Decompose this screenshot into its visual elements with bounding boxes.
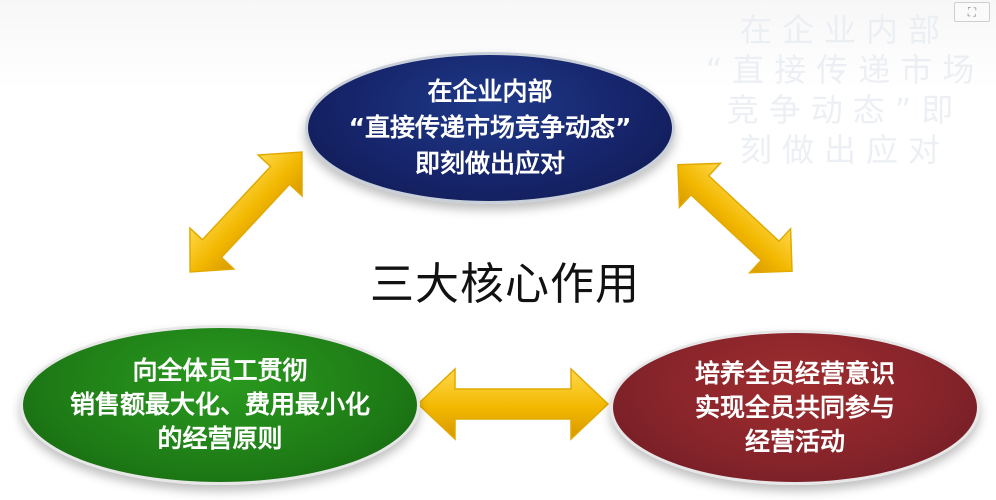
center-title: 三大核心作用 bbox=[370, 259, 640, 310]
watermark-text: 在企业内部 “直接传递市场 竞争动态”即 刻做出应对 bbox=[705, 11, 985, 169]
node-market-response: 在企业内部 “直接传递市场竞争动态” 即刻做出应对 bbox=[305, 52, 675, 204]
arrow-bottom bbox=[416, 367, 610, 441]
node-business-principles-text: 向全体员工贯彻 销售额最大化、费用最小化 的经营原则 bbox=[69, 356, 370, 453]
expand-icon[interactable]: ⛶ bbox=[954, 2, 990, 22]
node-market-response-text: 在企业内部 “直接传递市场竞争动态” 即刻做出应对 bbox=[348, 77, 632, 178]
node-business-principles: 向全体员工贯彻 销售额最大化、费用最小化 的经营原则 bbox=[20, 325, 420, 485]
node-participation: 培养全员经营意识 实现全员共同参与 经营活动 bbox=[610, 330, 980, 485]
node-participation-text: 培养全员经营意识 实现全员共同参与 经营活动 bbox=[694, 358, 895, 456]
arrow-top-left bbox=[189, 151, 303, 273]
